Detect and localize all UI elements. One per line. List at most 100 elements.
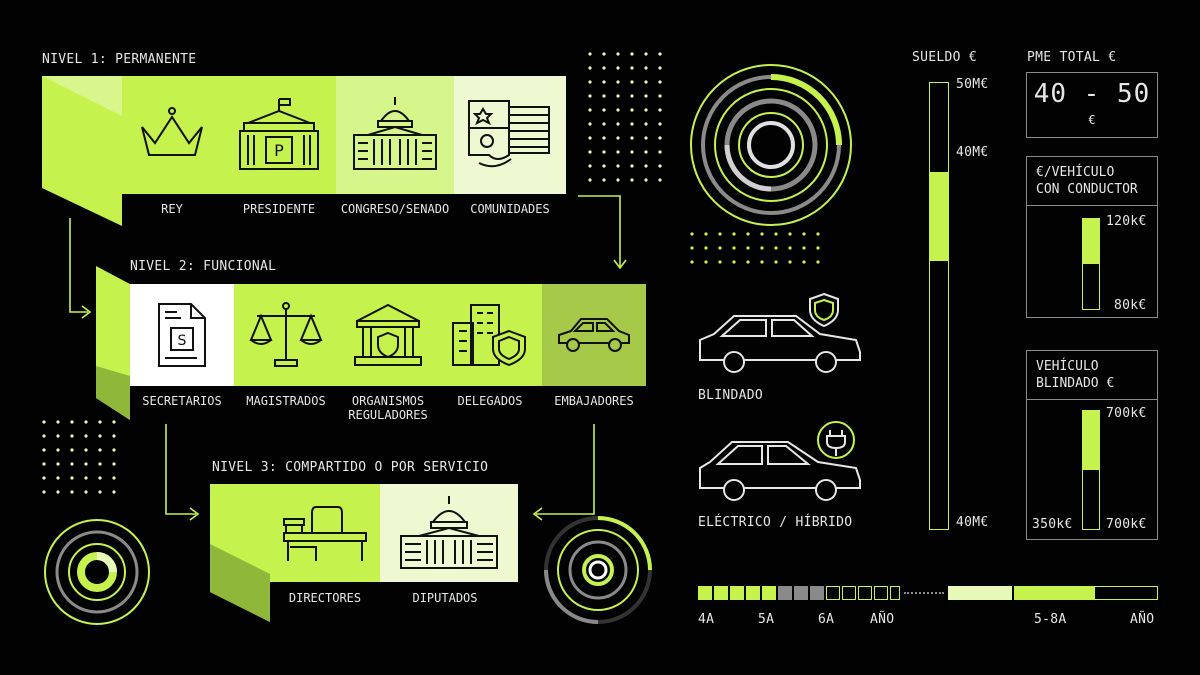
level1-tile-congreso[interactable] — [336, 76, 454, 194]
level1-label-rey: REY — [161, 202, 183, 216]
timeline-tick: 5A — [758, 612, 775, 627]
timeline-tick: 6A — [818, 612, 835, 627]
level3-label-diputados: DIPUTADOS — [412, 591, 478, 605]
timeline-tick: AÑO — [870, 612, 895, 627]
timeline-tick: 5-8A — [1034, 612, 1067, 627]
vehicle-driver-high: 120k€ — [1106, 214, 1147, 229]
salary-range-fill — [930, 172, 948, 262]
electric-car-icon — [699, 421, 861, 501]
armored-vehicle-header — [1026, 350, 1158, 400]
car-icon — [558, 318, 630, 352]
level3-tile-diputados[interactable] — [380, 484, 518, 582]
dot-grid-decoration — [588, 52, 662, 182]
level1-title: NIVEL 1: PERMANENTE — [42, 52, 197, 67]
timeline-segment — [826, 586, 840, 600]
shield-building-icon — [354, 303, 422, 366]
timeline-segment — [842, 586, 856, 600]
level1-label-congreso: CONGRESO/SENADO — [340, 202, 450, 216]
svg-text:S: S — [178, 333, 187, 349]
timeline-segment — [746, 586, 760, 600]
timeline-tick: 4A — [698, 612, 715, 627]
level1-label-comunidades: COMUNIDADES — [470, 202, 550, 216]
timeline-segment — [714, 586, 728, 600]
plug-icon — [817, 421, 855, 459]
vehicle-driver-bar — [1082, 218, 1100, 310]
pme-value-box: 40 - 50 € — [1026, 72, 1158, 138]
armored-vehicle-box — [1026, 350, 1158, 540]
vehicle-driver-title-1: €/VEHÍCULO — [1036, 165, 1115, 180]
timeline-segment — [810, 586, 824, 600]
arrow-level1-to-level2-right — [578, 195, 621, 268]
level3-fold-panel — [210, 484, 270, 622]
salary-label-mid: 40M€ — [956, 145, 989, 160]
dot-grid-decoration — [42, 420, 116, 494]
dot-grid-decoration — [690, 232, 820, 264]
level2-title: NIVEL 2: FUNCIONAL — [130, 259, 277, 274]
level2-tile-magistrados[interactable] — [234, 284, 338, 386]
vehicle-label-blindado: BLINDADO — [698, 388, 764, 403]
building-shield-icon — [452, 304, 526, 367]
timeline-segment — [890, 586, 900, 600]
timeline-gap — [904, 592, 944, 594]
level1-tile-comunidades[interactable] — [454, 76, 566, 194]
timeline-segment — [794, 586, 808, 600]
level3-label-directores: DIRECTORES — [288, 591, 362, 605]
salary-title: SUELDO € — [912, 50, 978, 65]
level1-tile-rey[interactable] — [122, 76, 222, 194]
parliament-icon — [400, 496, 498, 569]
armored-vehicle-high: 700k€ — [1106, 406, 1147, 421]
vehicle-driver-title-2: CON CONDUCTOR — [1036, 182, 1138, 197]
level1-fold-panel — [42, 76, 122, 226]
timeline-segment — [698, 586, 712, 600]
timeline-segment — [874, 586, 888, 600]
level2-tile-embajadores[interactable] — [542, 284, 646, 386]
vehicle-driver-fill — [1083, 219, 1099, 264]
salary-range-bar — [929, 82, 949, 530]
armored-vehicle-title-2: BLINDADO € — [1036, 376, 1115, 391]
level2-tile-secretarios[interactable]: S — [130, 284, 234, 386]
document-icon: S — [158, 303, 206, 367]
timeline-segment — [1014, 586, 1094, 600]
desk-chair-icon — [283, 506, 367, 561]
level2-tile-delegados[interactable] — [438, 284, 542, 386]
justice-scale-icon — [249, 302, 323, 367]
level2-label-embajadores: EMBAJADORES — [554, 394, 634, 408]
pme-value: 40 - 50 — [1033, 79, 1151, 109]
level1-label-presidente: PRESIDENTE — [242, 202, 316, 216]
capitol-dome-icon — [353, 97, 437, 170]
level2-tile-organismos[interactable] — [338, 284, 438, 386]
vehicle-label-electrico: ELÉCTRICO / HÍBRIDO — [698, 515, 853, 530]
timeline-segment — [730, 586, 744, 600]
concentric-rings-decoration — [690, 64, 852, 226]
regional-flags-icon — [468, 100, 550, 168]
arrow-level2-to-level3-right — [536, 424, 595, 515]
level2-fold-panel — [96, 266, 130, 420]
shield-icon — [809, 292, 839, 328]
vehicle-driver-header — [1026, 156, 1158, 206]
arrow-level2-to-level3 — [165, 424, 196, 515]
level2-label-secretarios: SECRETARIOS — [142, 394, 222, 408]
arrow-level1-to-level2 — [69, 218, 88, 313]
armored-vehicle-low-right: 700k€ — [1106, 517, 1147, 532]
level2-label-delegados: DELEGADOS — [457, 394, 523, 408]
armored-vehicle-bar — [1082, 410, 1100, 530]
level3-tile-directores[interactable] — [270, 484, 380, 582]
level1-tile-presidente[interactable]: P — [222, 76, 336, 194]
level2-label-organismos: ORGANISMOS REGULADORES — [348, 394, 428, 422]
salary-label-top: 50M€ — [956, 77, 989, 92]
concentric-rings-decoration — [544, 516, 652, 624]
level3-title: NIVEL 3: COMPARTIDO O POR SERVICIO — [212, 460, 489, 475]
pme-title: PME TOTAL € — [1027, 50, 1117, 65]
timeline-segment — [1094, 586, 1158, 600]
crown-icon — [141, 107, 203, 156]
government-building-p-icon: P — [239, 98, 319, 170]
armored-vehicle-fill — [1083, 411, 1099, 470]
vehicle-driver-low: 80k€ — [1114, 298, 1147, 313]
armored-vehicle-low-left: 350k€ — [1032, 517, 1073, 532]
concentric-rings-decoration — [44, 519, 150, 625]
svg-text:P: P — [274, 141, 284, 160]
level2-label-magistrados: MAGISTRADOS — [246, 394, 326, 408]
vehicle-driver-box — [1026, 156, 1158, 318]
salary-label-bottom: 40M€ — [956, 515, 989, 530]
